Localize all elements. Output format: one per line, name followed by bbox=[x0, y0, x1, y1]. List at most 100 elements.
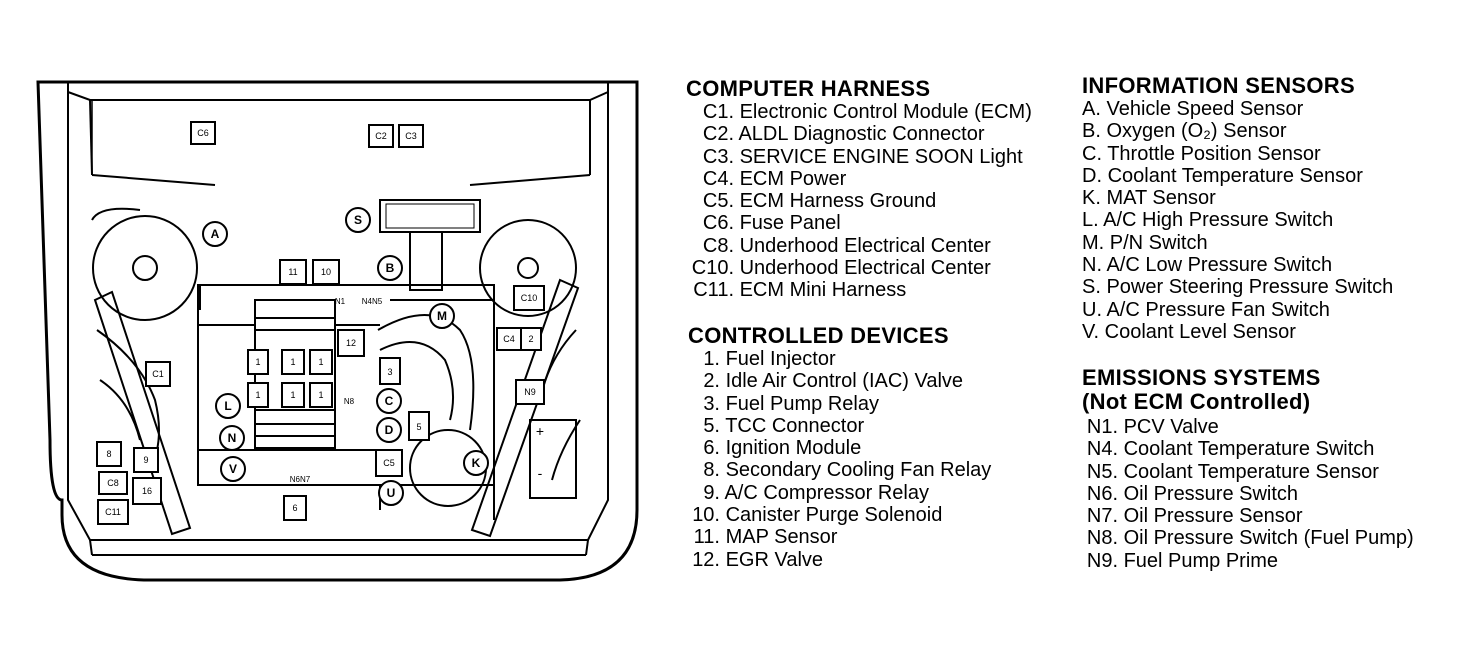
legend-item-code: B. bbox=[1082, 120, 1101, 143]
legend-item-code: K. bbox=[1082, 187, 1101, 210]
svg-text:C8: C8 bbox=[107, 478, 119, 488]
legend-item-code: 2. bbox=[703, 370, 720, 393]
marker-5: 5 bbox=[408, 411, 430, 441]
legend-title-controlled-devices: CONTROLLED DEVICES bbox=[688, 323, 949, 348]
svg-text:C5: C5 bbox=[383, 458, 395, 468]
legend-item-text: A/C Low Pressure Switch bbox=[1106, 254, 1333, 277]
legend-item-code: 12. bbox=[692, 548, 720, 571]
legend-item-text: Fuel Injector bbox=[725, 348, 836, 370]
label-n4n5: N4N5 bbox=[362, 297, 383, 306]
legend-item-text: ECM Power bbox=[739, 167, 847, 190]
legend-item-text: Oil Pressure Switch bbox=[1123, 482, 1299, 505]
svg-text:2: 2 bbox=[528, 334, 533, 344]
svg-text:A: A bbox=[211, 227, 220, 241]
legend-item-code: 11. bbox=[693, 526, 720, 549]
legend-item-text: Coolant Temperature Sensor bbox=[1123, 460, 1379, 483]
legend-item-code: V. bbox=[1082, 320, 1100, 343]
marker-c6: C6 bbox=[190, 121, 216, 145]
marker-v: V bbox=[220, 456, 246, 482]
legend-item: L. A/C High Pressure Switch bbox=[1082, 209, 1393, 231]
marker-l: L bbox=[215, 393, 241, 419]
legend-item-code: 6. bbox=[703, 437, 720, 460]
legend-item: 6. Ignition Module bbox=[688, 437, 991, 459]
legend-item-code: C10. bbox=[691, 257, 734, 280]
marker-c10: C10 bbox=[513, 285, 545, 311]
left-strut-tower bbox=[92, 215, 198, 321]
legend-item-text: Fuse Panel bbox=[739, 212, 841, 235]
legend-item-code: N9. bbox=[1086, 549, 1118, 572]
legend-item: N8. Oil Pressure Switch (Fuel Pump) bbox=[1082, 527, 1414, 549]
legend-item-text: EGR Valve bbox=[725, 548, 824, 571]
legend-emissions-systems: EMISSIONS SYSTEMS (Not ECM Controlled) N… bbox=[1082, 366, 1414, 572]
svg-text:10: 10 bbox=[321, 267, 331, 277]
marker-n: N bbox=[219, 425, 245, 451]
legend-item-text: A/C High Pressure Switch bbox=[1103, 209, 1334, 232]
legend-item-code: C8. bbox=[702, 234, 734, 257]
legend-item: V. Coolant Level Sensor bbox=[1082, 321, 1393, 343]
legend-item-text: A/C Pressure Fan Switch bbox=[1106, 298, 1330, 321]
legend-item-text: Coolant Level Sensor bbox=[1104, 320, 1296, 343]
svg-text:C11: C11 bbox=[105, 507, 121, 517]
marker-s: S bbox=[345, 207, 371, 233]
svg-text:16: 16 bbox=[142, 486, 152, 496]
legend-item-code: L. bbox=[1082, 209, 1099, 232]
marker-3: 3 bbox=[379, 357, 401, 385]
legend-item: N7. Oil Pressure Sensor bbox=[1082, 505, 1414, 527]
legend-information-sensors: INFORMATION SENSORS A. Vehicle Speed Sen… bbox=[1082, 74, 1393, 343]
svg-text:C3: C3 bbox=[405, 131, 417, 141]
svg-text:L: L bbox=[224, 399, 231, 413]
label-n1: N1 bbox=[335, 297, 346, 306]
label-n6n7: N6N7 bbox=[290, 475, 311, 484]
legend-item: N5. Coolant Temperature Sensor bbox=[1082, 461, 1414, 483]
svg-text:1: 1 bbox=[290, 390, 295, 400]
legend-item: N9. Fuel Pump Prime bbox=[1082, 550, 1414, 572]
legend-item-text: SERVICE ENGINE SOON Light bbox=[739, 145, 1023, 168]
battery-minus: - bbox=[538, 465, 543, 481]
right-strut-tower bbox=[479, 219, 577, 317]
legend-item-code: C1. bbox=[702, 101, 734, 123]
legend-item: A. Vehicle Speed Sensor bbox=[1082, 98, 1393, 120]
marker-c1: C1 bbox=[145, 361, 171, 387]
marker-b: B bbox=[377, 255, 403, 281]
legend-item: 8. Secondary Cooling Fan Relay bbox=[688, 459, 991, 481]
legend-item: C8. Underhood Electrical Center bbox=[686, 235, 1032, 257]
legend-item-text: Oil Pressure Sensor bbox=[1123, 505, 1303, 528]
legend-item: C2. ALDL Diagnostic Connector bbox=[686, 123, 1032, 145]
legend-item: 3. Fuel Pump Relay bbox=[688, 393, 991, 415]
legend-item: 9. A/C Compressor Relay bbox=[688, 482, 991, 504]
marker-c8: C8 bbox=[98, 471, 128, 495]
legend-item: 5. TCC Connector bbox=[688, 415, 991, 437]
marker-9: 9 bbox=[133, 447, 159, 473]
legend-list: C1. Electronic Control Module (ECM)C2. A… bbox=[686, 101, 1032, 302]
legend-item-text: Electronic Control Module (ECM) bbox=[739, 101, 1032, 123]
legend-item-text: Vehicle Speed Sensor bbox=[1106, 98, 1304, 120]
svg-text:C6: C6 bbox=[197, 128, 209, 138]
legend-item-code: C. bbox=[1082, 142, 1102, 165]
svg-text:3: 3 bbox=[387, 367, 392, 377]
marker-c11: C11 bbox=[97, 499, 129, 525]
legend-item: B. Oxygen (O₂) Sensor bbox=[1082, 120, 1393, 142]
label-n8: N8 bbox=[344, 397, 355, 406]
legend-item-code: N1. bbox=[1086, 416, 1118, 438]
marker-2: 2 bbox=[520, 327, 542, 351]
svg-text:K: K bbox=[472, 456, 481, 470]
marker-u: U bbox=[378, 480, 404, 506]
marker-c2: C2 bbox=[368, 124, 394, 148]
legend-item-code: 10. bbox=[692, 504, 720, 527]
legend-item: C6. Fuse Panel bbox=[686, 212, 1032, 234]
svg-text:C1: C1 bbox=[152, 369, 164, 379]
marker-d: D bbox=[376, 417, 402, 443]
legend-item-code: 8. bbox=[703, 459, 720, 482]
legend-item-text: Coolant Temperature Switch bbox=[1123, 438, 1375, 461]
legend-item-code: C4. bbox=[702, 167, 734, 190]
legend-item-code: C11. bbox=[693, 279, 734, 302]
marker-10: 10 bbox=[312, 259, 340, 285]
legend-item: M. P/N Switch bbox=[1082, 232, 1393, 254]
legend-item-text: Secondary Cooling Fan Relay bbox=[725, 459, 992, 482]
marker-n9: N9 bbox=[515, 379, 545, 405]
legend-item-text: PCV Valve bbox=[1123, 416, 1219, 438]
marker-16: 16 bbox=[132, 477, 162, 505]
legend-item-code: N. bbox=[1082, 254, 1102, 277]
legend-item-text: A/C Compressor Relay bbox=[724, 481, 929, 504]
